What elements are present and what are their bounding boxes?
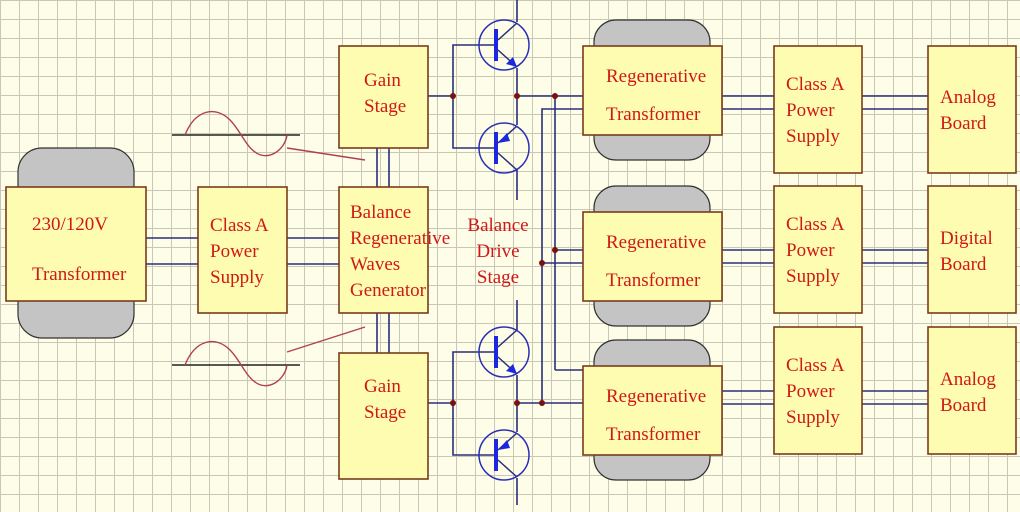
- label-line: Class A: [786, 214, 845, 235]
- label-line: Stage: [364, 96, 407, 117]
- label-line: Gain: [364, 70, 401, 91]
- pnp-transistor-icon: [478, 122, 530, 174]
- main-transformer-block: [5, 186, 147, 302]
- sine-wave-icon: [172, 110, 366, 161]
- label-line: Supply: [786, 266, 840, 287]
- board-1-block: [927, 45, 1017, 174]
- generator-label: Balance Regenerative Waves Generator: [350, 200, 450, 304]
- label-line: Power: [210, 241, 259, 262]
- junction-dot: [514, 400, 520, 406]
- psu-1-label: Class A Power Supply: [786, 72, 845, 150]
- label-line: Supply: [786, 407, 840, 428]
- label-line: Regenerative: [606, 66, 707, 87]
- label-line: Transformer: [606, 104, 701, 125]
- regen-3-label: Regenerative Transformer: [606, 378, 706, 454]
- label-line: Digital: [940, 228, 993, 249]
- npn-transistor-icon: [478, 326, 530, 378]
- label-line: Regenerative: [606, 386, 707, 407]
- junction-dot: [552, 247, 558, 253]
- gain-top-label: Gain Stage: [364, 68, 406, 120]
- junctions: [450, 93, 558, 406]
- junction-dot: [514, 93, 520, 99]
- label-line: Balance: [350, 202, 412, 223]
- label-line: Analog: [940, 369, 996, 390]
- label-line: Power: [786, 100, 835, 121]
- psu-2-label: Class A Power Supply: [786, 212, 845, 290]
- regen-2-label: Regenerative Transformer: [606, 224, 706, 300]
- junction-dot: [450, 93, 456, 99]
- gain-top-block: [338, 45, 429, 149]
- label-line: Generator: [350, 280, 426, 301]
- psu-3-block: [773, 326, 863, 455]
- main-transformer-name: Transformer: [32, 264, 127, 285]
- label-line: Supply: [210, 267, 264, 288]
- junction-dot: [552, 93, 558, 99]
- label-line: Gain: [364, 376, 401, 397]
- regen-1-label: Regenerative Transformer: [606, 58, 706, 134]
- label-line: Regenerative: [350, 228, 451, 249]
- label-line: Analog: [940, 87, 996, 108]
- label-line: Stage: [476, 267, 520, 288]
- label-line: Class A: [210, 215, 269, 236]
- npn-transistor-icon: [478, 19, 530, 71]
- label-line: Board: [940, 395, 987, 416]
- psu-1-block: [773, 45, 863, 174]
- psu-3-label: Class A Power Supply: [786, 353, 845, 431]
- junction-dot: [539, 260, 545, 266]
- psu-2-block: [773, 185, 863, 314]
- label-line: Balance: [467, 215, 529, 236]
- board-2-label: Digital Board: [940, 226, 993, 278]
- sine-wave-icon: [172, 326, 366, 387]
- label-line: Waves: [350, 254, 401, 275]
- label-line: Drive: [476, 241, 520, 262]
- wires: [146, 0, 928, 505]
- main-transformer-voltage: 230/120V: [32, 214, 108, 235]
- regen-1-block: [582, 45, 723, 136]
- gain-bottom-block: [338, 352, 429, 480]
- main-psu-block: [197, 186, 288, 314]
- board-1-label: Analog Board: [940, 85, 996, 137]
- main-psu-label: Class A Power Supply: [210, 213, 269, 291]
- drive-stage-label: Balance Drive Stage: [466, 213, 530, 291]
- main-transformer-label: 230/120V Transformer: [32, 200, 126, 300]
- label-line: Board: [940, 254, 987, 275]
- label-line: Class A: [786, 355, 845, 376]
- label-line: Power: [786, 240, 835, 261]
- regen-2-block: [582, 211, 723, 302]
- label-line: Transformer: [606, 270, 701, 291]
- junction-dot: [450, 400, 456, 406]
- label-line: Regenerative: [606, 232, 707, 253]
- blocks: [5, 45, 1017, 480]
- label-line: Supply: [786, 126, 840, 147]
- label-line: Power: [786, 381, 835, 402]
- board-2-block: [927, 185, 1017, 314]
- gain-bottom-label: Gain Stage: [364, 374, 406, 426]
- generator-block: [338, 186, 429, 314]
- junction-dot: [539, 400, 545, 406]
- label-line: Transformer: [606, 424, 701, 445]
- board-3-label: Analog Board: [940, 367, 996, 419]
- board-3-block: [927, 326, 1017, 455]
- label-line: Board: [940, 113, 987, 134]
- pnp-transistor-icon: [478, 429, 530, 481]
- label-line: Class A: [786, 74, 845, 95]
- label-line: Stage: [364, 402, 407, 423]
- regen-3-block: [582, 365, 723, 456]
